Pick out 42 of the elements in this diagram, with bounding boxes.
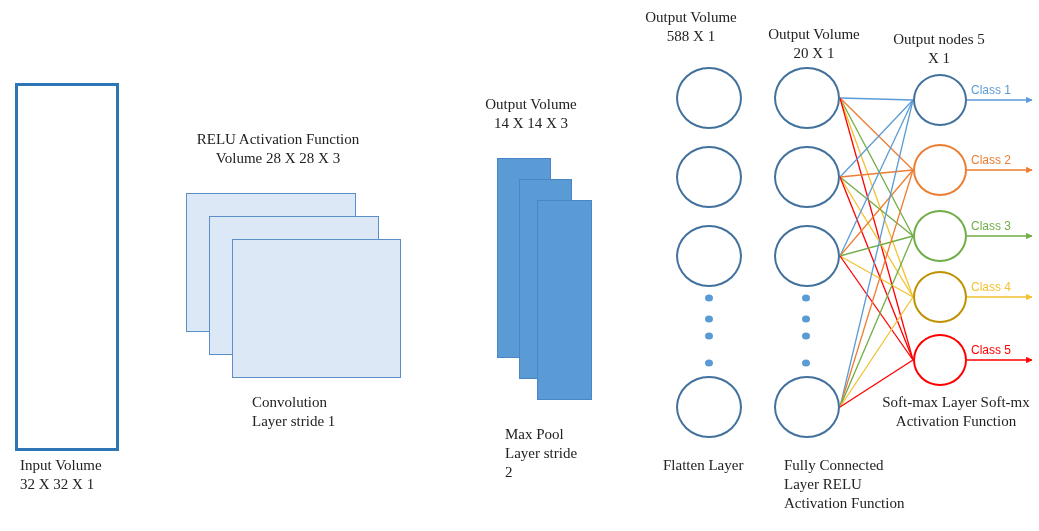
layer-caption: Fully Connected Layer RELU Activation Function [784,456,906,513]
connection-line [839,359,914,408]
connection-line [839,176,914,361]
neuron-circle [913,210,967,262]
edge-label: Class 2 [971,153,1011,167]
layer-caption: Output nodes 5 X 1 [892,30,986,68]
connection-line [839,176,914,237]
connection-line [839,296,914,408]
pooled-map-sheet [537,200,592,400]
layer-caption: Soft-max Layer Soft-mx Activation Function [881,393,1031,431]
edge-label: Class 4 [971,280,1011,294]
neuron-circle [913,334,967,386]
layer-caption: Input Volume 32 X 32 X 1 [20,456,103,494]
connection-line [839,255,914,298]
edge-label: Class 3 [971,219,1011,233]
layer-caption: Flatten Layer [663,456,745,475]
layer-caption: Output Volume 20 X 1 [767,25,861,63]
connection-line [839,235,914,408]
neuron-circle [913,144,967,196]
connection-line [839,169,914,178]
arrow [966,166,1033,174]
edge-label: Class 5 [971,343,1011,357]
layer-caption: Output Volume 14 X 14 X 3 [484,95,578,133]
connection-line [839,235,914,257]
neuron-circle [913,271,967,323]
connection-line [839,176,914,298]
neuron-circle [913,74,967,126]
input-volume-box [15,83,119,451]
arrow [966,356,1033,364]
layer-caption: RELU Activation Function Volume 28 X 28 X 3 [195,130,361,168]
arrow [966,96,1033,104]
connection-line [839,169,914,257]
arrow [966,293,1033,301]
layer-caption: Convolution Layer stride 1 [252,393,337,431]
connection-line [839,255,914,361]
connection-line [839,97,914,101]
arrow [966,232,1033,240]
layer-caption: Max Pool Layer stride 2 [505,425,579,482]
layer-caption: Output Volume 588 X 1 [644,8,738,46]
connection-line [839,97,914,298]
edge-label: Class 1 [971,83,1011,97]
feature-map-sheet [232,239,401,378]
